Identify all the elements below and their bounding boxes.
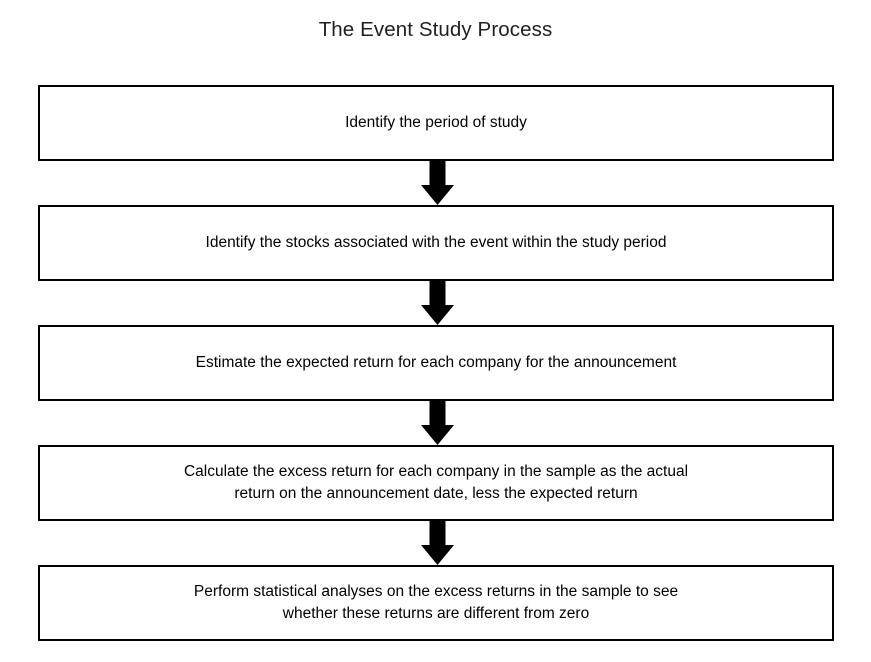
page-title: The Event Study Process [318, 18, 553, 41]
flow-step-5-label: Perform statistical analyses on the exce… [193, 583, 679, 622]
down-block-arrow-icon-3 [421, 399, 454, 445]
flow-step-1-label: Identify the period of study [345, 114, 527, 131]
flow-step-1[interactable]: Identify the period of study [38, 85, 834, 161]
flow-step-5[interactable]: Perform statistical analyses on the exce… [38, 565, 834, 641]
flow-step-3[interactable]: Estimate the expected return for each co… [38, 325, 834, 401]
flow-step-2-label: Identify the stocks associated with the … [205, 234, 667, 251]
flow-step-2[interactable]: Identify the stocks associated with the … [38, 205, 834, 281]
down-block-arrow-icon-2 [421, 279, 454, 325]
flow-step-4-label: Calculate the excess return for each com… [183, 463, 689, 502]
down-block-arrow-icon-1 [421, 159, 454, 205]
flow-step-4[interactable]: Calculate the excess return for each com… [38, 445, 834, 521]
down-block-arrow-icon-4 [421, 519, 454, 565]
flow-step-3-label: Estimate the expected return for each co… [195, 354, 677, 371]
